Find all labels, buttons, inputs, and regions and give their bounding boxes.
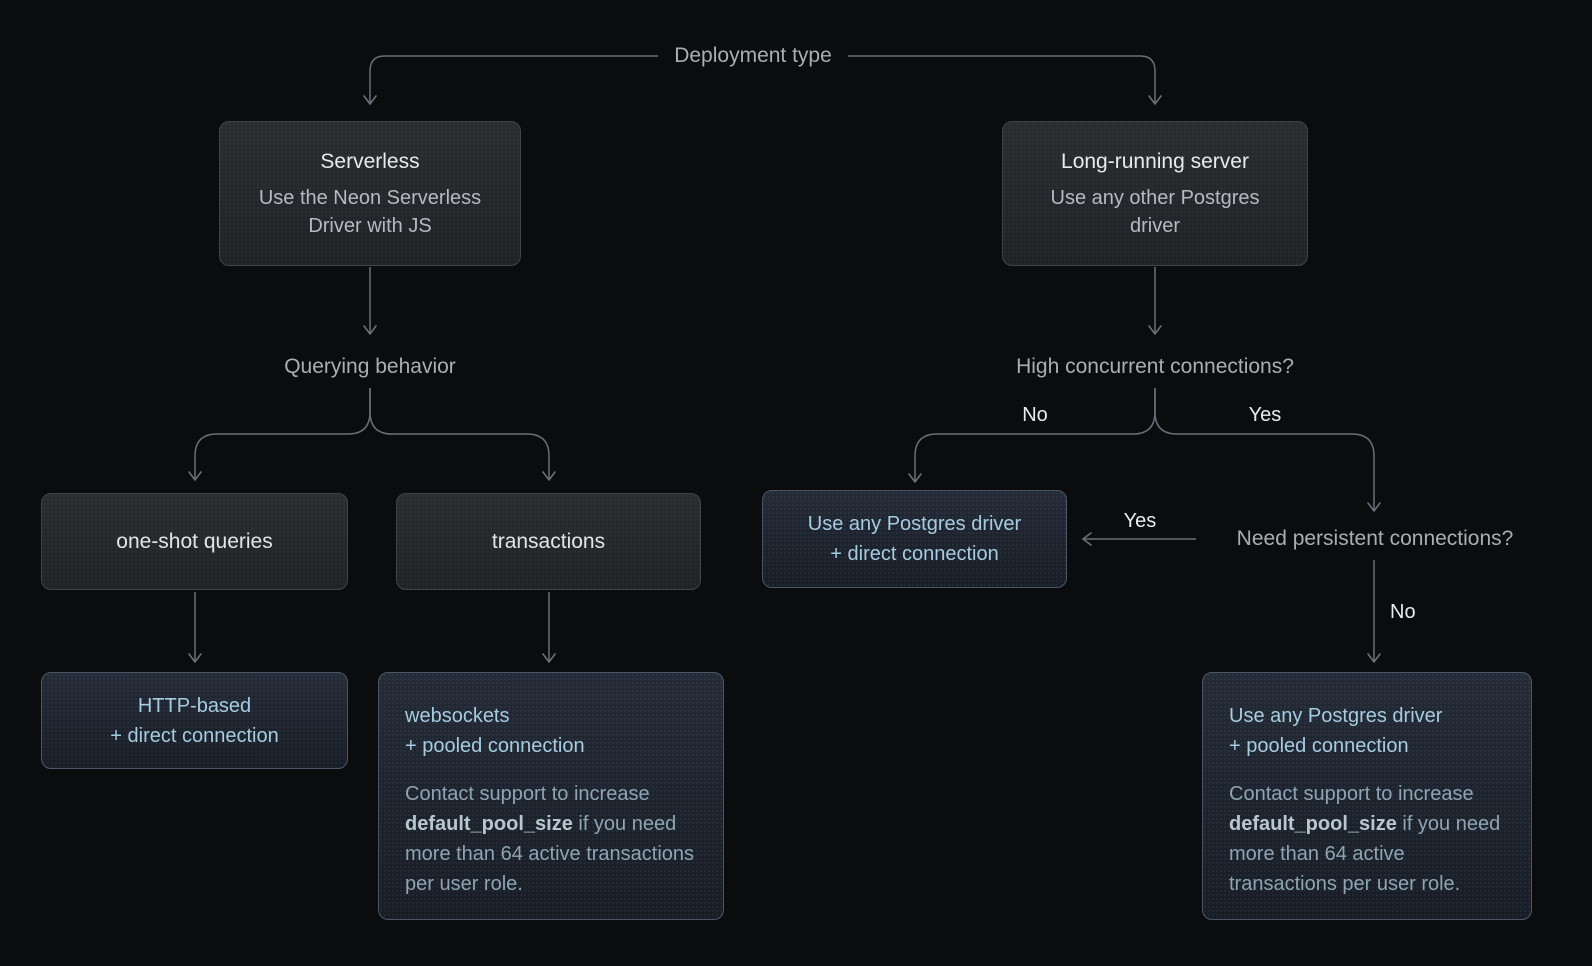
node-websockets-line1: websockets bbox=[405, 705, 510, 727]
edge-label-no-top: No bbox=[1022, 404, 1048, 426]
node-serverless: Serverless Use the Neon Serverless Drive… bbox=[219, 121, 521, 266]
node-http-direct: HTTP-based + direct connection bbox=[41, 672, 348, 769]
node-websockets-note: Contact support to increase default_pool… bbox=[405, 779, 697, 899]
node-transactions-title: transactions bbox=[491, 529, 606, 553]
node-long-running-title: Long-running server bbox=[1061, 149, 1249, 173]
node-any-driver-pooled-note: Contact support to increase default_pool… bbox=[1229, 779, 1505, 899]
node-long-running-subtitle: Use any other Postgres driver bbox=[1050, 186, 1260, 237]
node-any-driver-direct: Use any Postgres driver + direct connect… bbox=[762, 490, 1067, 588]
node-transactions: transactions bbox=[396, 493, 701, 590]
note-suffix: if you need more than 64 active transact… bbox=[405, 813, 695, 895]
label-deployment-type: Deployment type bbox=[674, 44, 832, 67]
label-high-concurrent-connections: High concurrent connections? bbox=[1016, 355, 1294, 378]
node-one-shot-title: one-shot queries bbox=[116, 529, 273, 553]
note-code: default_pool_size bbox=[1229, 813, 1397, 835]
label-need-persistent-connections: Need persistent connections? bbox=[1236, 527, 1514, 550]
node-any-driver-direct-line2: + direct connection bbox=[830, 543, 999, 565]
edge-label-yes-top: Yes bbox=[1248, 404, 1282, 426]
note-code: default_pool_size bbox=[405, 813, 573, 835]
node-any-driver-direct-line1: Use any Postgres driver bbox=[807, 513, 1022, 535]
node-one-shot-queries: one-shot queries bbox=[41, 493, 348, 590]
node-any-driver-pooled-line1: Use any Postgres driver bbox=[1229, 705, 1443, 727]
node-websockets-pooled: websockets + pooled connection Contact s… bbox=[378, 672, 724, 920]
note-suffix: if you need more than 64 active transact… bbox=[1229, 813, 1501, 895]
note-prefix: Contact support to increase bbox=[405, 783, 650, 805]
edge-label-no-down: No bbox=[1390, 601, 1416, 623]
node-any-driver-pooled-line2: + pooled connection bbox=[1229, 735, 1409, 757]
node-websockets-line2: + pooled connection bbox=[405, 735, 585, 757]
node-http-direct-line1: HTTP-based bbox=[137, 694, 252, 717]
node-serverless-subtitle: Use the Neon Serverless Driver with JS bbox=[258, 186, 482, 237]
node-http-direct-line2: + direct connection bbox=[110, 724, 279, 747]
note-prefix: Contact support to increase bbox=[1229, 783, 1474, 805]
edge-querying-to-one-shot bbox=[188, 388, 371, 481]
node-any-driver-pooled: Use any Postgres driver + pooled connect… bbox=[1202, 672, 1532, 920]
edge-deployment-to-long-running bbox=[848, 55, 1162, 105]
node-serverless-title: Serverless bbox=[320, 149, 420, 173]
edge-querying-to-transactions bbox=[369, 388, 556, 481]
node-long-running-server: Long-running server Use any other Postgr… bbox=[1002, 121, 1308, 266]
label-querying-behavior: Querying behavior bbox=[284, 355, 456, 378]
edge-label-yes-side: Yes bbox=[1123, 510, 1157, 532]
edge-deployment-to-serverless bbox=[363, 55, 658, 105]
